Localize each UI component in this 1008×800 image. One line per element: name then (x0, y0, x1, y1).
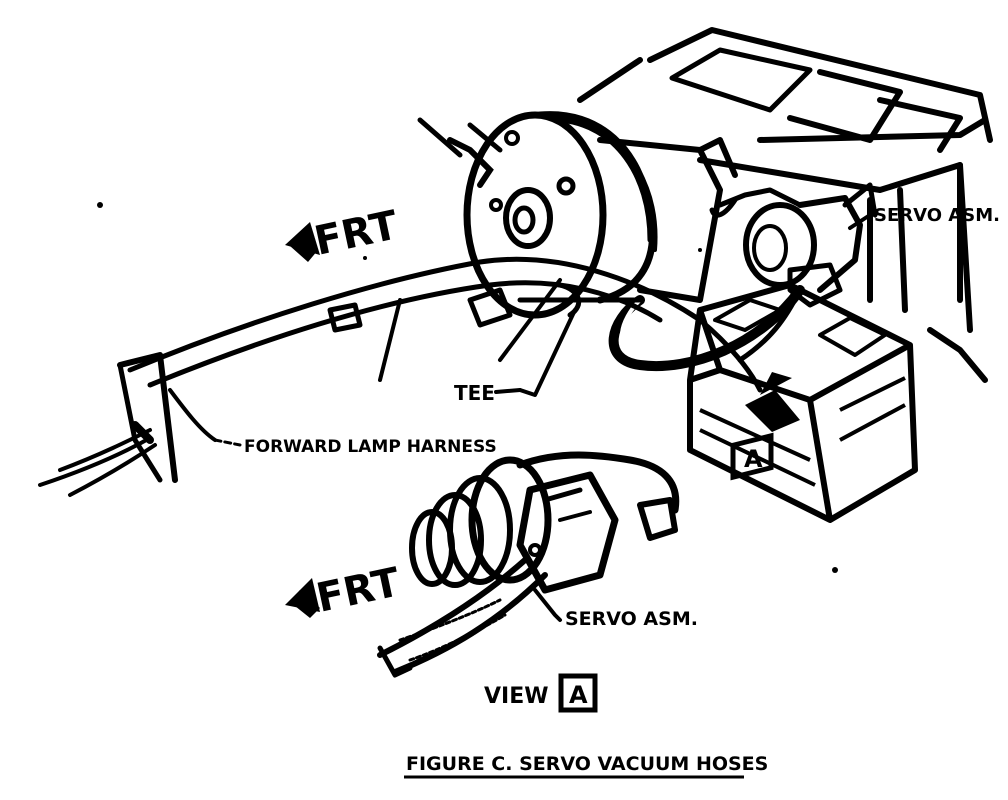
vacuum-hoses (127, 256, 805, 397)
figure-caption: FIGURE C. SERVO VACUUM HOSES (404, 753, 768, 779)
view-letter: A (569, 681, 588, 709)
servo-assembly-label-bottom: SERVO ASM. (565, 608, 698, 630)
figure-caption-text: FIGURE C. SERVO VACUUM HOSES (406, 753, 768, 775)
frt-label-bottom: FRT (313, 559, 405, 622)
view-a-callout-letter: A (744, 445, 763, 473)
scan-specks (97, 202, 838, 573)
forward-lamp-harness (38, 352, 242, 497)
front-arrow-bottom: FRT (285, 559, 405, 622)
servo-assembly-top (709, 182, 878, 363)
battery (687, 282, 918, 523)
front-arrow-top: FRT (285, 202, 403, 265)
leader-lines (494, 213, 872, 394)
brake-booster (417, 111, 658, 319)
view-letter-box (558, 673, 598, 713)
servo-assembly-label-top: SERVO ASM. (874, 205, 1000, 226)
engine-compartment (577, 27, 993, 383)
tee-label: TEE (454, 381, 495, 405)
view-a-callout: A (730, 372, 800, 481)
view-word: VIEW (484, 684, 549, 709)
view-a-title: VIEW A (484, 673, 598, 713)
forward-lamp-harness-label: FORWARD LAMP HARNESS (244, 437, 497, 457)
servo-assembly-detail (377, 451, 680, 678)
frt-label-top: FRT (311, 202, 403, 265)
